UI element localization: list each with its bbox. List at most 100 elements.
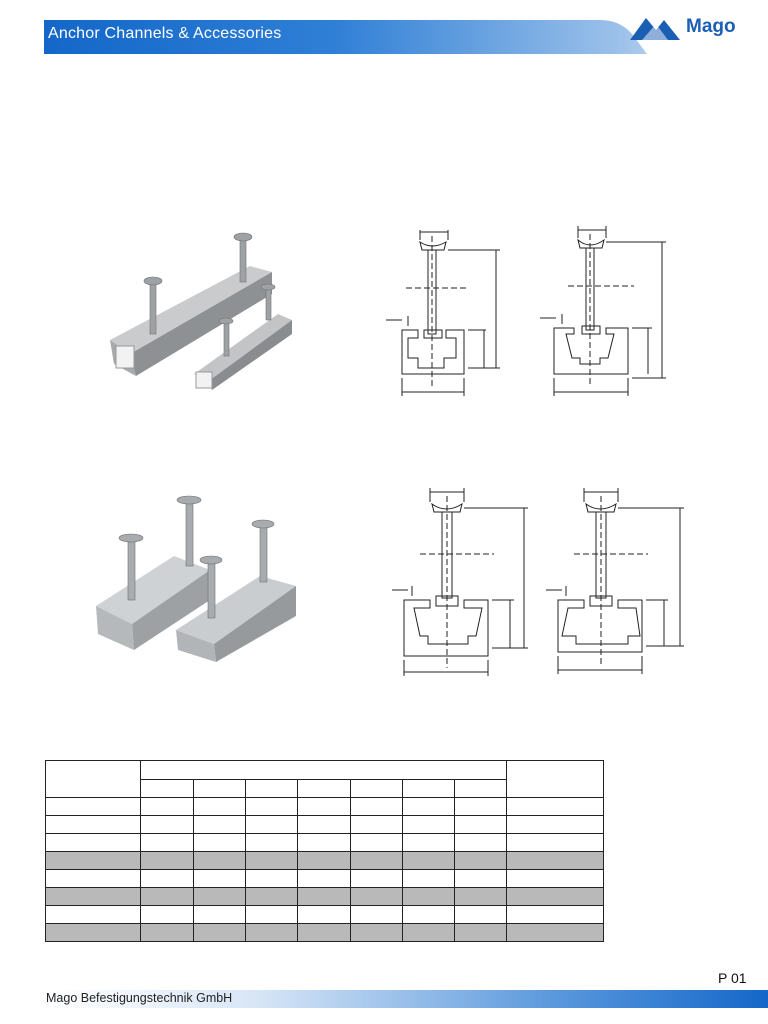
spec-table	[45, 760, 605, 942]
table-cell	[453, 887, 508, 906]
channel-section-drawing-a	[386, 230, 500, 396]
table-cell	[350, 923, 403, 942]
channel-section-drawing-c	[392, 488, 528, 676]
table-cell	[140, 851, 194, 870]
table-cell	[140, 797, 194, 816]
table-cell	[297, 815, 351, 834]
table-cell	[297, 923, 351, 942]
table-cell	[350, 797, 403, 816]
table-row	[45, 833, 605, 852]
table-row	[45, 869, 605, 888]
table-cell	[193, 815, 246, 834]
table-cell	[45, 869, 141, 888]
table-cell	[402, 797, 455, 816]
table-cell	[453, 815, 508, 834]
table-cell	[193, 887, 246, 906]
table-cell	[350, 887, 403, 906]
table-cell	[193, 778, 246, 798]
table-cell	[245, 833, 298, 852]
table-cell	[402, 851, 455, 870]
table-cell	[193, 833, 246, 852]
footer-band	[44, 990, 768, 1008]
company-name: Mago Befestigungstechnik GmbH	[46, 991, 233, 1005]
table-cell	[193, 797, 246, 816]
table-header-row	[45, 760, 605, 798]
table-cell	[297, 797, 351, 816]
table-cell	[506, 923, 605, 942]
table-cell	[140, 869, 194, 888]
table-cell	[245, 905, 298, 924]
table-cell	[350, 815, 403, 834]
table-row	[45, 905, 605, 924]
table-cell	[139, 760, 508, 780]
anchor-channel-long-photo	[110, 232, 292, 390]
table-cell	[453, 869, 508, 888]
table-cell	[297, 905, 351, 924]
table-cell	[350, 905, 403, 924]
table-cell	[402, 869, 455, 888]
table-row	[45, 815, 605, 834]
table-cell	[140, 833, 194, 852]
brand-name: Mago	[686, 16, 736, 37]
table-cell	[402, 833, 455, 852]
page-number: P 01	[718, 970, 747, 986]
table-cell	[193, 905, 246, 924]
table-cell	[402, 905, 455, 924]
table-cell	[453, 833, 508, 852]
table-cell	[245, 851, 298, 870]
table-cell	[193, 923, 246, 942]
table-cell	[506, 905, 605, 924]
table-cell	[45, 797, 141, 816]
table-cell	[453, 778, 508, 798]
table-cell	[140, 887, 194, 906]
table-cell	[506, 797, 605, 816]
table-cell	[350, 869, 403, 888]
table-cell	[140, 923, 194, 942]
channel-section-drawing-b	[540, 226, 666, 396]
table-cell	[45, 905, 141, 924]
table-row	[45, 797, 605, 816]
table-cell	[402, 923, 455, 942]
table-cell	[453, 905, 508, 924]
table-cell	[453, 797, 508, 816]
table-cell	[506, 833, 605, 852]
table-cell	[350, 833, 403, 852]
table-cell	[45, 760, 141, 798]
page-title: Anchor Channels & Accessories	[48, 25, 282, 42]
table-cell	[245, 869, 298, 888]
table-cell	[506, 869, 605, 888]
table-cell	[140, 905, 194, 924]
table-cell	[453, 923, 508, 942]
table-cell	[297, 778, 351, 798]
table-cell	[350, 778, 403, 798]
table-cell	[402, 778, 455, 798]
channel-section-drawing-d	[546, 488, 684, 674]
table-cell	[140, 815, 194, 834]
table-cell	[506, 815, 605, 834]
table-cell	[140, 778, 194, 798]
table-cell	[245, 815, 298, 834]
table-cell	[45, 815, 141, 834]
anchor-channel-short-photo	[96, 495, 296, 662]
table-cell	[245, 778, 298, 798]
table-cell	[297, 833, 351, 852]
table-cell	[45, 923, 141, 942]
table-cell	[506, 851, 605, 870]
table-cell	[245, 797, 298, 816]
table-cell	[193, 869, 246, 888]
table-cell	[245, 887, 298, 906]
table-cell	[45, 833, 141, 852]
table-row	[45, 851, 605, 870]
table-row	[45, 923, 605, 942]
table-cell	[506, 760, 605, 798]
table-cell	[193, 851, 246, 870]
table-body	[45, 797, 605, 942]
table-cell	[297, 869, 351, 888]
table-cell	[297, 851, 351, 870]
table-cell	[245, 923, 298, 942]
mago-logo-icon	[630, 18, 680, 40]
table-cell	[402, 815, 455, 834]
table-cell	[45, 851, 141, 870]
table-cell	[402, 887, 455, 906]
table-cell	[453, 851, 508, 870]
